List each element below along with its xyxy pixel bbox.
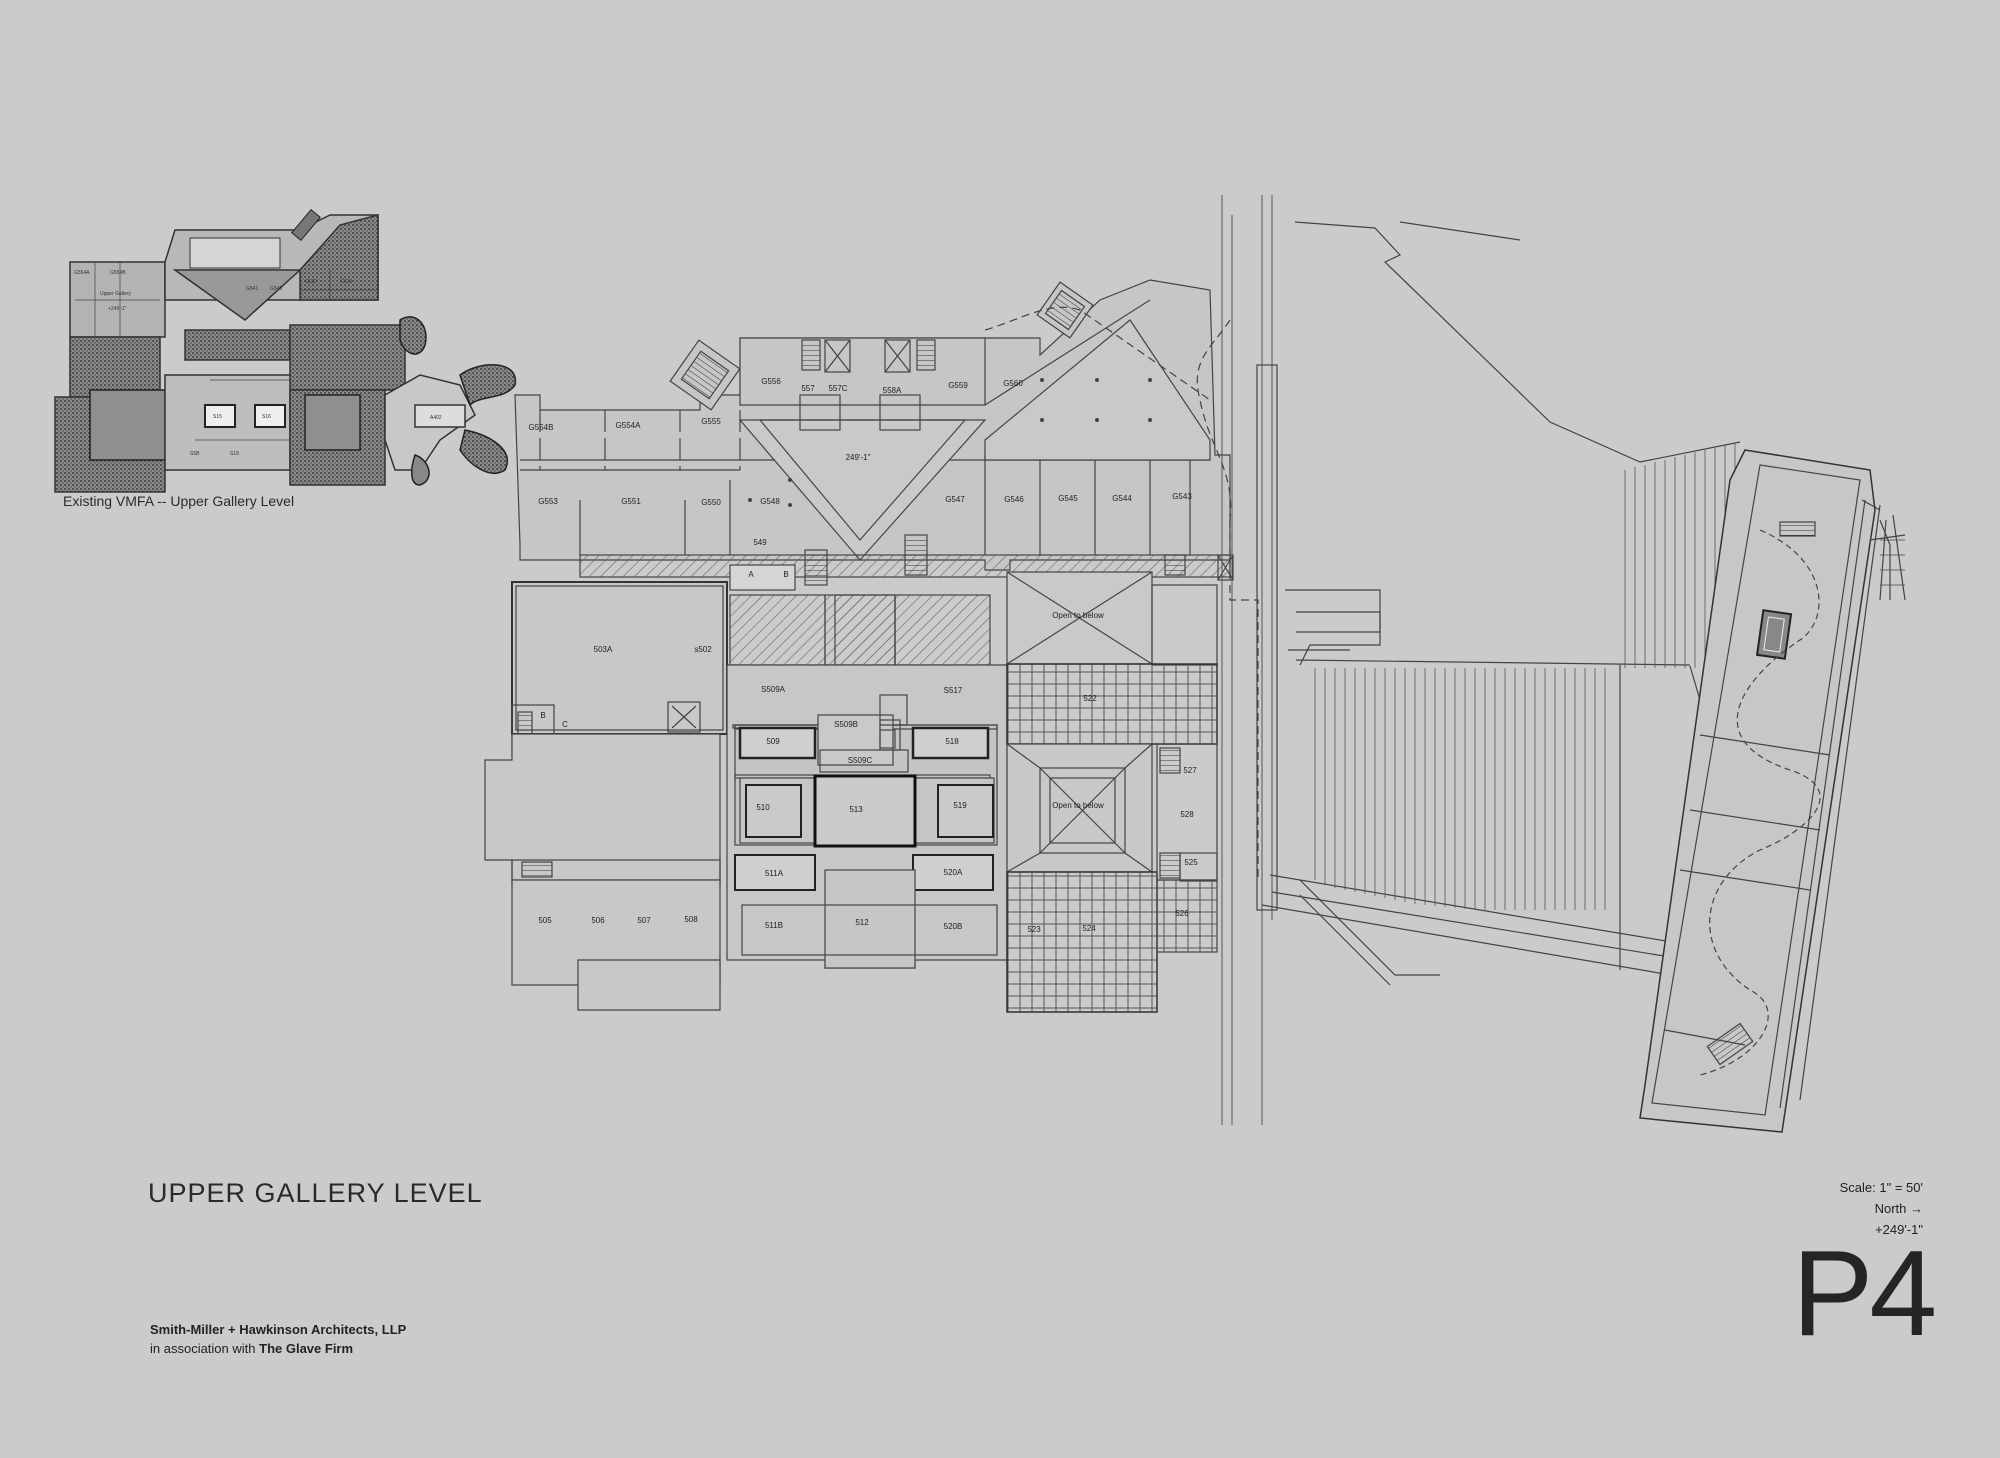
room-label-r-526: 526 (1175, 909, 1189, 918)
room-label-r-557: 557 (801, 384, 815, 393)
room-label-r-506: 506 (591, 916, 605, 925)
scale-note: Scale: 1" = 50' (1839, 1180, 1923, 1195)
svg-text:G541: G541 (246, 286, 258, 292)
main-floor-plan (484, 195, 1906, 1133)
room-label-r-b: B (783, 570, 788, 579)
room-label-r-525: 525 (1184, 858, 1198, 867)
drawing-title: UPPER GALLERY LEVEL (148, 1178, 483, 1208)
room-label-r-523: 523 (1027, 925, 1041, 934)
room-label-r-open1: Open to below (1052, 611, 1104, 620)
svg-text:S5B: S5B (190, 451, 200, 457)
room-label-r-520b: 520B (944, 922, 963, 931)
room-label-r-g544: G544 (1112, 494, 1132, 503)
room-label-r-s509c: S509C (848, 756, 873, 765)
room-label-r-518: 518 (945, 737, 959, 746)
svg-text:G539: G539 (340, 279, 352, 285)
room-label-r-g550: G550 (701, 498, 721, 507)
room-label-r-s509b: S509B (834, 720, 858, 729)
room-label-r-s502: s502 (694, 645, 712, 654)
svg-text:A402: A402 (430, 415, 442, 421)
room-label-r-527: 527 (1183, 766, 1197, 775)
room-label-r-g553: G553 (538, 497, 558, 506)
room-label-r-s509a: S509A (761, 685, 786, 694)
firm-association: in association with The Glave Firm (150, 1341, 353, 1356)
room-label-r-522: 522 (1083, 694, 1097, 703)
room-labels: G554B G554A G555 G556 557 557C 558A G559 G560 249… (529, 377, 1199, 934)
svg-text:G537: G537 (305, 279, 317, 285)
room-label-r-g556: G556 (761, 377, 781, 386)
svg-text:G554B: G554B (110, 270, 126, 276)
room-label-r-512: 512 (855, 918, 869, 927)
elevation-note: +249'-1" (1875, 1222, 1923, 1237)
room-label-r-g543: G543 (1172, 492, 1192, 501)
svg-text:Upper Gallery: Upper Gallery (100, 291, 131, 297)
room-label-r-s517: S517 (944, 686, 963, 695)
room-label-r-g555: G555 (701, 417, 721, 426)
room-label-r-g548: G548 (760, 497, 780, 506)
room-label-r-c2: C (562, 720, 568, 729)
assoc-name: The Glave Firm (259, 1341, 354, 1356)
room-label-r-elev: 249'-1" (846, 453, 871, 462)
room-label-r-558a: 558A (883, 386, 902, 395)
svg-text:S16: S16 (262, 414, 271, 420)
inset-caption: Existing VMFA -- Upper Gallery Level (63, 493, 295, 509)
north-arrow: North → (1874, 1201, 1923, 1216)
room-label-r-open2: Open to below (1052, 801, 1104, 810)
room-label-r-549: 549 (753, 538, 767, 547)
room-label-r-g547: G547 (945, 495, 965, 504)
room-label-r-505: 505 (538, 916, 552, 925)
room-label-r-528: 528 (1180, 810, 1194, 819)
svg-text:S15: S15 (213, 414, 222, 420)
room-label-r-510: 510 (756, 803, 770, 812)
room-label-r-507: 507 (637, 916, 651, 925)
room-label-r-511b: 511B (765, 921, 783, 930)
room-label-r-g546: G546 (1004, 495, 1024, 504)
room-label-r-511a: 511A (765, 869, 784, 878)
room-label-r-g545: G545 (1058, 494, 1078, 503)
room-label-r-a: A (748, 570, 754, 579)
firm-name: Smith-Miller + Hawkinson Architects, LLP (150, 1322, 407, 1337)
room-label-r-b2: B (540, 711, 545, 720)
room-label-r-503a: 503A (594, 645, 613, 654)
svg-text:G554A: G554A (74, 270, 90, 276)
room-label-r-g559: G559 (948, 381, 968, 390)
room-label-r-508: 508 (684, 915, 698, 924)
room-label-r-509: 509 (766, 737, 780, 746)
room-label-r-g560: G560 (1003, 379, 1023, 388)
svg-text:+249'-1": +249'-1" (108, 306, 127, 312)
inset-existing-plan: G554A G554B Upper Gallery +249'-1" G541 G54… (54, 208, 516, 493)
room-label-r-g554a: G554A (616, 421, 642, 430)
assoc-prefix: in association with (150, 1341, 256, 1356)
room-label-r-520a: 520A (944, 868, 963, 877)
room-label-r-g551: G551 (621, 497, 641, 506)
room-label-r-g554b: G554B (529, 423, 554, 432)
sheet-number: P4 (1792, 1225, 1937, 1361)
room-label-r-513: 513 (849, 805, 863, 814)
room-label-r-524: 524 (1082, 924, 1096, 933)
svg-text:S19: S19 (230, 451, 239, 457)
svg-text:G540: G540 (270, 286, 282, 292)
room-label-r-519: 519 (953, 801, 967, 810)
room-label-r-557c: 557C (828, 384, 847, 393)
